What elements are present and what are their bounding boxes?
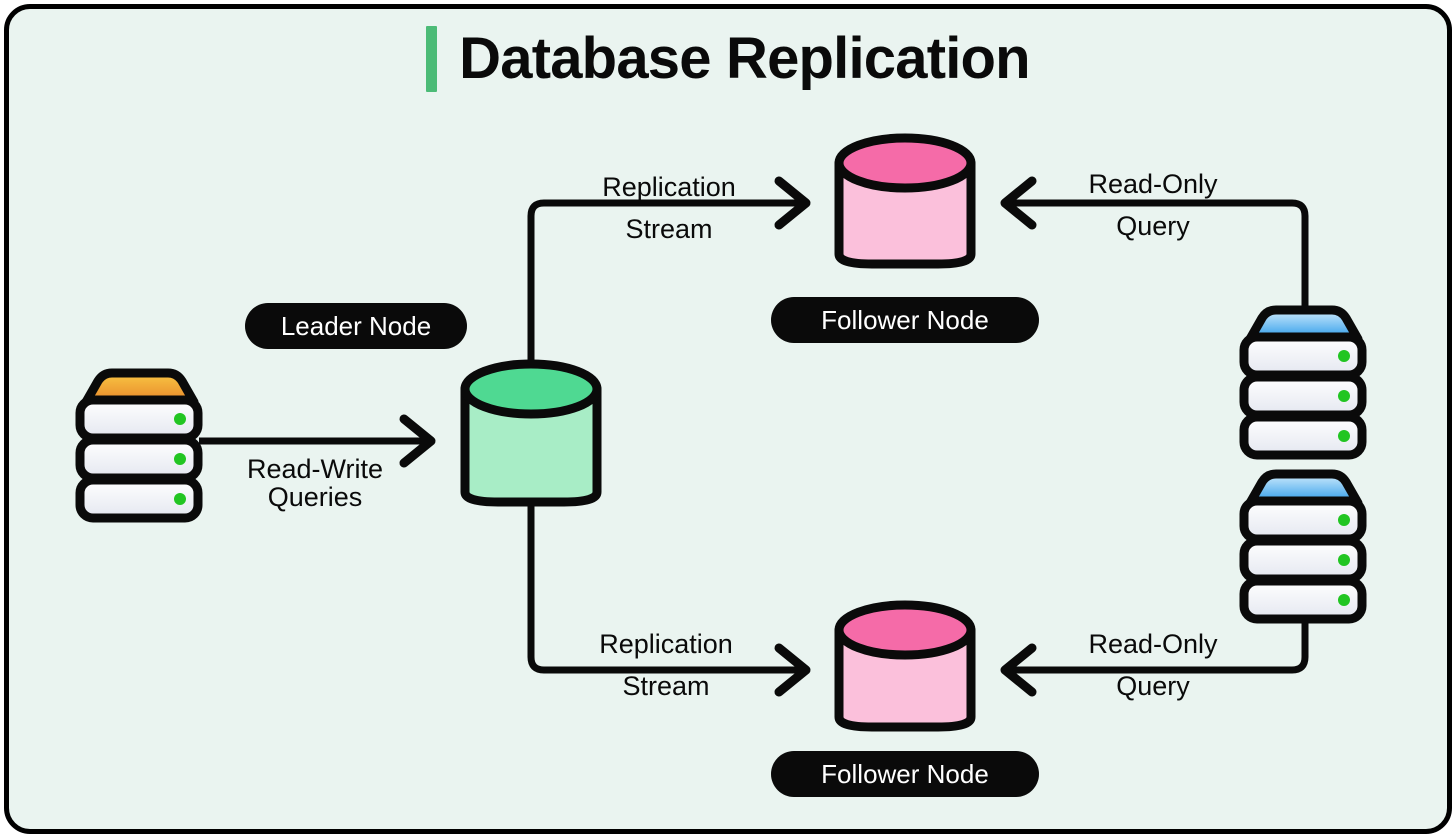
badge-follower-node-top[interactable]: Follower Node [771, 297, 1039, 343]
edge-label-read-write: Read-Write Queries [214, 454, 416, 512]
edge-label-read-only-bottom: Read-Only Query [1052, 629, 1254, 701]
edge-label-read-write-line1: Read-Write [246, 454, 384, 484]
badge-follower-node-bottom-label: Follower Node [821, 758, 989, 789]
title-accent-bar [426, 26, 438, 92]
edge-label-replication-bottom-line1: Replication [599, 629, 733, 659]
edge-label-read-only-bottom-line2: Query [1116, 670, 1190, 701]
edge-label-replication-bottom: Replication Stream [565, 629, 767, 701]
edge-label-replication-top-line1: Replication [602, 172, 736, 202]
edge-label-read-only-bottom-line1: Read-Only [1088, 629, 1218, 659]
edge-label-replication-top: Replication Stream [568, 172, 770, 244]
diagram-frame [4, 4, 1452, 834]
edge-label-read-only-top-line1: Read-Only [1088, 169, 1218, 199]
badge-leader-node-label: Leader Node [280, 310, 432, 341]
page-title: Database Replication [0, 26, 1456, 92]
edge-label-read-only-top: Read-Only Query [1052, 169, 1254, 241]
badge-follower-node-bottom[interactable]: Follower Node [771, 751, 1039, 797]
title-text: Database Replication [459, 26, 1030, 91]
edge-label-read-write-line2: Queries [267, 481, 363, 512]
badge-follower-node-top-label: Follower Node [821, 304, 989, 335]
edge-label-replication-top-line2: Stream [625, 213, 713, 244]
badge-leader-node[interactable]: Leader Node [245, 303, 467, 349]
edge-label-read-only-top-line2: Query [1116, 210, 1190, 241]
edge-label-replication-bottom-line2: Stream [622, 670, 710, 701]
